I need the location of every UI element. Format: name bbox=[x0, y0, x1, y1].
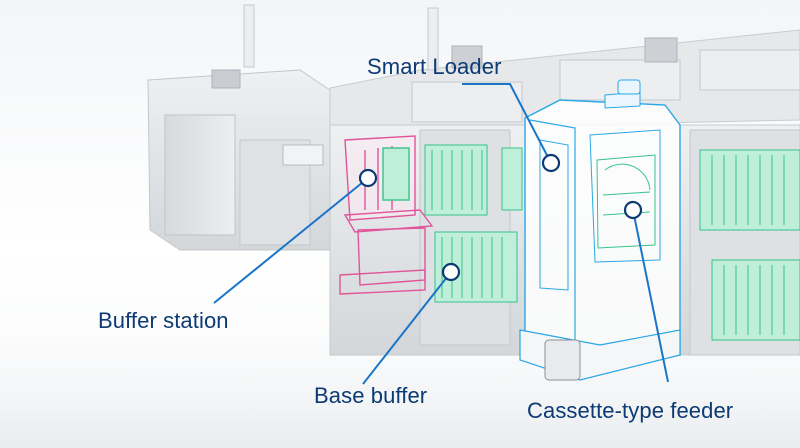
buffer-station-outline bbox=[339, 135, 434, 295]
feeder-banks bbox=[424, 144, 800, 341]
label-cassette-feeder: Cassette-type feeder bbox=[527, 398, 734, 423]
marker-base-buffer bbox=[441, 262, 461, 282]
leader-lines bbox=[213, 83, 669, 385]
label-smart-loader: Smart Loader bbox=[367, 54, 502, 79]
marker-buffer-station bbox=[358, 168, 378, 188]
label-buffer-station: Buffer station bbox=[98, 308, 229, 333]
leader-buffer-station bbox=[213, 177, 369, 304]
printer-module-left bbox=[147, 4, 331, 251]
smart-loader-outline bbox=[519, 79, 681, 381]
label-base-buffer: Base buffer bbox=[314, 383, 428, 408]
marker-smart-loader bbox=[541, 153, 561, 173]
leader-base-buffer bbox=[362, 271, 452, 385]
marker-cassette-feeder bbox=[623, 200, 643, 220]
leader-cassette-feeder bbox=[632, 209, 669, 383]
callout-markers bbox=[358, 153, 643, 282]
leader-smart-loader bbox=[462, 83, 552, 164]
